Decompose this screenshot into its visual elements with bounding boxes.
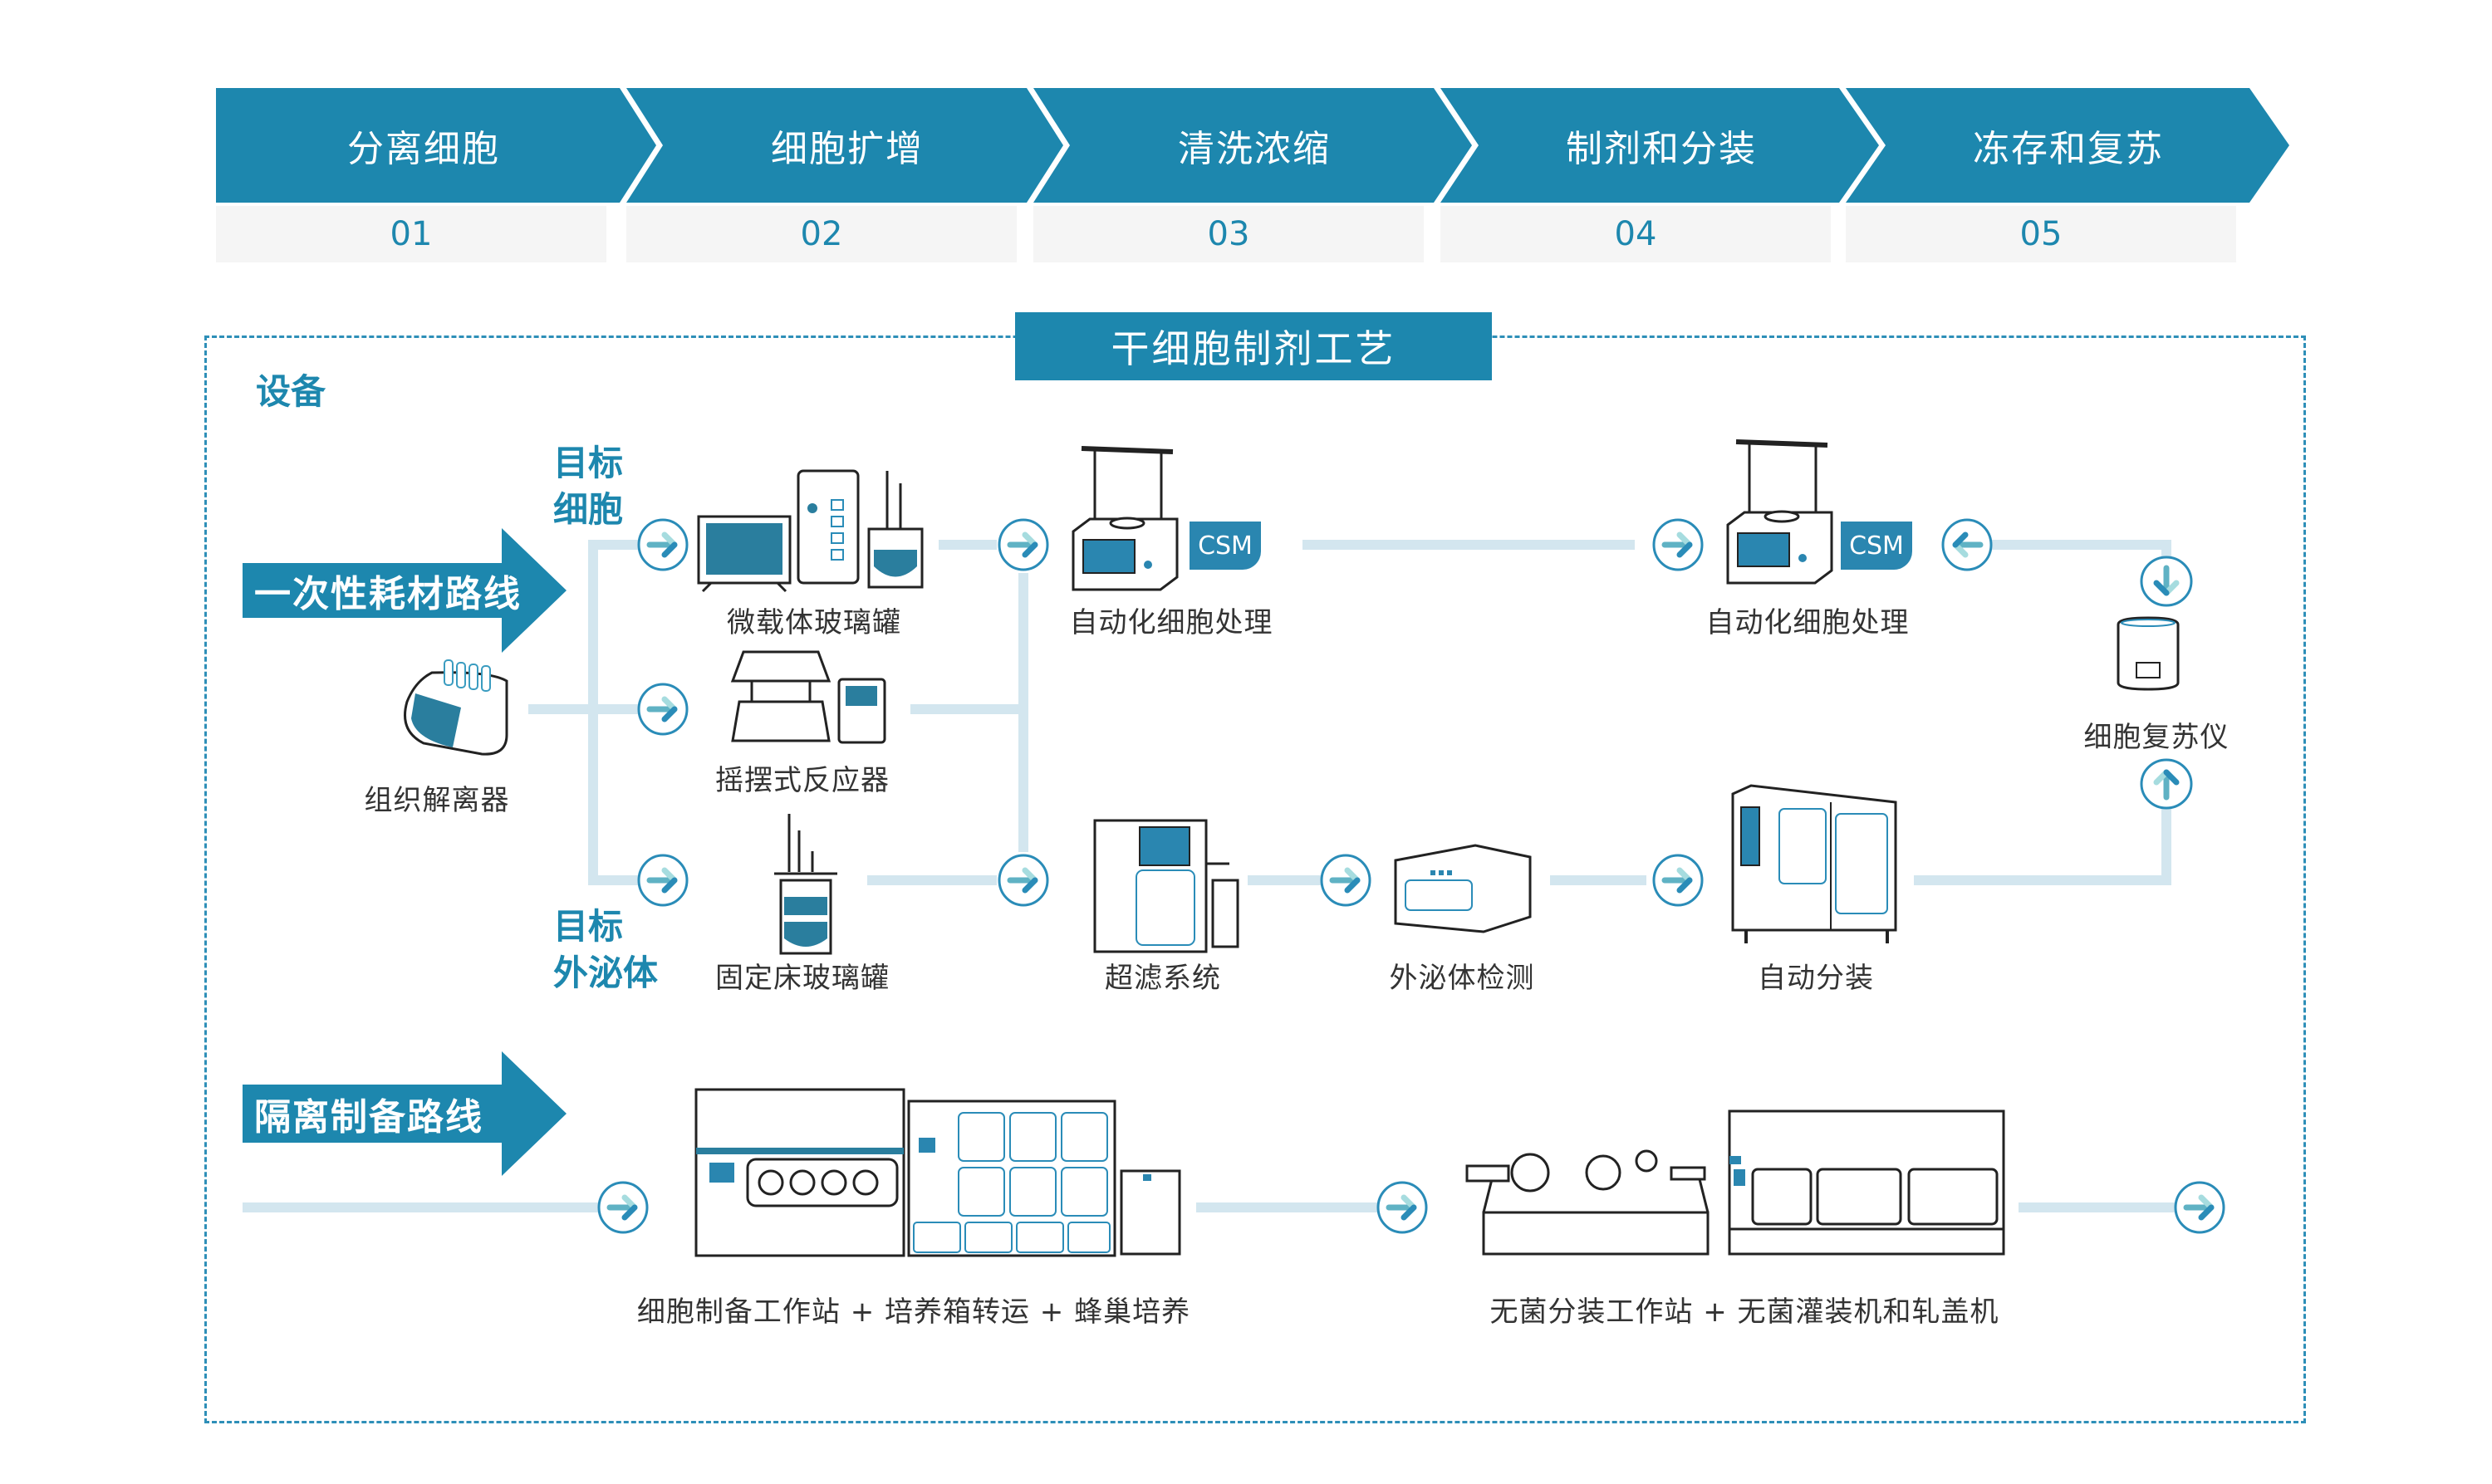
ultrafiltration-icon	[1093, 819, 1239, 953]
aseptic-filling-workstation-icon	[1465, 1109, 2005, 1256]
flow-line	[2019, 1202, 2176, 1212]
target-exosome-label: 目标 外泌体	[553, 904, 658, 997]
target-cells-line1: 目标	[553, 443, 624, 483]
step-1-label: 分离细胞	[347, 128, 500, 170]
step-2-label: 细胞扩增	[771, 128, 924, 170]
flow-line	[1248, 875, 1327, 885]
auto-cell-processing-2-icon	[1726, 439, 1833, 585]
arrow-right-icon	[1651, 518, 1705, 571]
ultrafiltration-label: 超滤系统	[1105, 962, 1221, 995]
exosome-detection-icon	[1394, 844, 1532, 933]
exosome-detection-label: 外泌体检测	[1389, 962, 1535, 995]
step-num-bg-5	[1846, 206, 2236, 262]
auto-filling-label: 自动分装	[1758, 962, 1874, 995]
flow-line	[2161, 789, 2171, 885]
flow-line	[939, 540, 997, 550]
step-num-bg-4	[1440, 206, 1831, 262]
step-5-label: 冻存和复苏	[1973, 128, 2164, 170]
step-chevron-5	[1846, 88, 2289, 203]
step-chevron-4	[1440, 88, 1879, 203]
arrow-right-icon	[997, 854, 1050, 907]
tissue-dissociator-label: 组织解离器	[364, 784, 510, 817]
step-4-label: 制剂和分装	[1566, 128, 1757, 170]
arrow-right-icon	[997, 518, 1050, 571]
flow-line	[243, 1202, 600, 1212]
flow-line	[867, 875, 997, 885]
step-num-bg-3	[1033, 206, 1424, 262]
cell-prep-workstation-icon	[694, 1088, 1181, 1257]
rocking-reactor-label: 摇摆式反应器	[715, 764, 890, 797]
auto-cell-processing-1-icon	[1072, 446, 1179, 591]
target-exosome-line2: 外泌体	[553, 953, 659, 993]
isolation-route-label: 隔离制备路线	[254, 1096, 483, 1139]
arrow-right-icon	[596, 1181, 650, 1234]
equipment-heading: 设备	[256, 371, 326, 412]
flow-line	[1914, 875, 2171, 885]
tissue-dissociator-icon	[404, 659, 508, 756]
rocking-reactor-icon	[730, 650, 886, 744]
arrow-right-icon	[1651, 854, 1705, 907]
single-use-route-arrow	[243, 528, 567, 653]
isolation-route-arrow	[243, 1051, 567, 1176]
arrow-right-icon	[636, 683, 689, 736]
arrow-up-icon	[2140, 757, 2193, 811]
target-cells-line2: 细胞	[553, 489, 624, 530]
step-5-number: 05	[2019, 215, 2063, 253]
aseptic-combo-label: 无菌分装工作站 + 无菌灌装机和轧盖机	[1489, 1295, 1999, 1329]
arrow-down-icon	[2140, 555, 2193, 608]
fixed-bed-vessel-label: 固定床玻璃罐	[715, 962, 890, 995]
microcarrier-vessel-icon	[697, 469, 924, 593]
csm-badge-1: CSM	[1190, 522, 1261, 570]
auto-cell-processing-2-label: 自动化细胞处理	[1705, 606, 1910, 639]
step-chevron-3	[1033, 88, 1472, 203]
auto-filling-icon	[1731, 784, 1897, 943]
microcarrier-vessel-label: 微载体玻璃罐	[727, 606, 901, 639]
cell-thawer-label: 细胞复苏仪	[2083, 721, 2230, 754]
step-3-label: 清洗浓缩	[1178, 128, 1331, 170]
arrow-right-icon	[636, 518, 689, 571]
auto-cell-processing-1-label: 自动化细胞处理	[1069, 606, 1273, 639]
isolation-combo-label: 细胞制备工作站 + 培养箱转运 + 蜂巢培养	[636, 1295, 1191, 1329]
flow-line	[1992, 540, 2171, 550]
step-chevron-2	[626, 88, 1063, 203]
target-cells-label: 目标 细胞	[553, 440, 623, 533]
step-chevrons-graphic	[216, 88, 2289, 262]
single-use-route-label: 一次性耗材路线	[254, 573, 522, 615]
step-3-number: 03	[1207, 215, 1250, 253]
arrow-right-icon	[2173, 1181, 2226, 1234]
flow-line	[588, 540, 598, 885]
step-num-bg-2	[626, 206, 1017, 262]
panel-title: 干细胞制剂工艺	[1015, 312, 1492, 380]
arrow-right-icon	[636, 854, 689, 907]
step-chevron-1	[216, 88, 656, 203]
step-4-number: 04	[1614, 215, 1657, 253]
cell-thawer-icon	[2117, 616, 2180, 691]
arrow-right-icon	[1376, 1181, 1429, 1234]
arrow-right-icon	[1319, 854, 1372, 907]
flow-line	[1018, 573, 1028, 852]
step-2-number: 02	[800, 215, 843, 253]
fixed-bed-vessel-icon	[774, 814, 837, 955]
flow-line	[1196, 1202, 1379, 1212]
csm-badge-2: CSM	[1841, 522, 1912, 570]
arrow-left-icon	[1940, 518, 1994, 571]
step-1-number: 01	[390, 215, 433, 253]
flow-line	[910, 704, 1023, 714]
flow-line	[1550, 875, 1646, 885]
flow-line	[1302, 540, 1635, 550]
step-num-bg-1	[216, 206, 606, 262]
target-exosome-line1: 目标	[553, 906, 624, 947]
